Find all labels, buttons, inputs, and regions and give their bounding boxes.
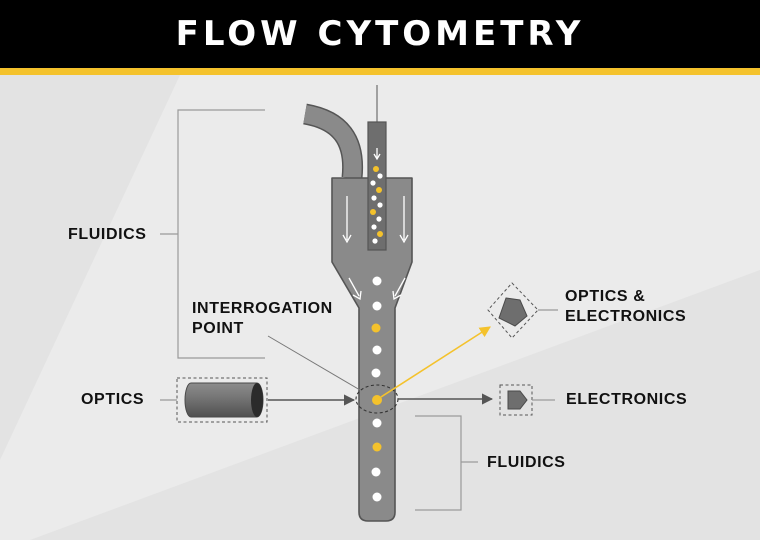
cell bbox=[372, 238, 378, 244]
cell bbox=[372, 492, 382, 502]
cell bbox=[370, 209, 376, 215]
optics-electronics-detector bbox=[498, 297, 528, 327]
cell bbox=[371, 323, 381, 333]
cell bbox=[372, 276, 382, 286]
label-interrogation-point: INTERROGATION POINT bbox=[192, 300, 333, 337]
cell bbox=[377, 173, 383, 179]
fluidics-bottom-bracket bbox=[415, 415, 462, 511]
cell bbox=[376, 216, 382, 222]
flow-chamber bbox=[331, 177, 413, 522]
optics-electronics-detector-outline bbox=[487, 282, 539, 339]
accent-stripe bbox=[0, 68, 760, 75]
side-scatter-arrow bbox=[380, 326, 491, 398]
cell bbox=[377, 231, 383, 237]
laser-aperture bbox=[251, 383, 263, 417]
cell bbox=[372, 345, 382, 355]
cell bbox=[370, 180, 376, 186]
sample-injection-needle bbox=[367, 121, 387, 251]
sample-cells-needle bbox=[370, 166, 383, 244]
cell bbox=[373, 166, 379, 172]
interrogated-cell bbox=[372, 395, 382, 405]
cell bbox=[372, 418, 382, 428]
sheath-inlet-tube bbox=[303, 105, 362, 179]
cell bbox=[371, 467, 381, 477]
label-optics: OPTICS bbox=[81, 391, 145, 408]
cell bbox=[376, 187, 382, 193]
page-title: FLOW CYTOMETRY bbox=[175, 14, 585, 54]
label-fluidics-bottom: FLUIDICS bbox=[487, 454, 566, 471]
cell bbox=[377, 202, 383, 208]
electronics-detector bbox=[507, 390, 528, 410]
cell bbox=[371, 195, 377, 201]
cell bbox=[372, 301, 382, 311]
sheath-flow-arrows bbox=[342, 148, 409, 301]
header-bar: FLOW CYTOMETRY bbox=[0, 0, 760, 68]
cell bbox=[371, 368, 381, 378]
laser-source-outline bbox=[176, 377, 268, 423]
label-electronics: ELECTRONICS bbox=[566, 391, 688, 408]
interrogation-pointer-line bbox=[267, 335, 361, 391]
sample-cells-stream bbox=[371, 276, 382, 502]
cell bbox=[372, 442, 382, 452]
label-optics-electronics: OPTICS & ELECTRONICS bbox=[565, 288, 687, 325]
label-fluidics-top: FLUIDICS bbox=[68, 226, 147, 243]
cell bbox=[371, 224, 377, 230]
